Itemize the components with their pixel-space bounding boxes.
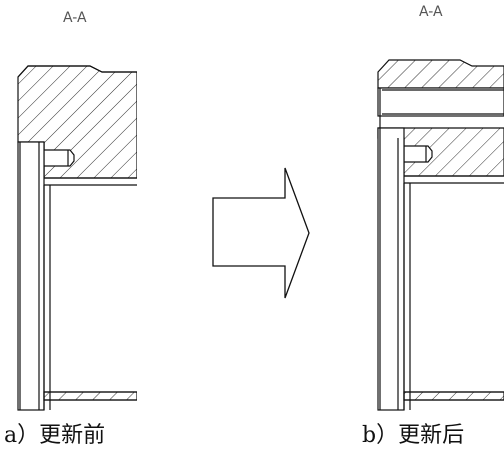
after-bottom-strip (403, 391, 504, 401)
before-caption: a）更新前 (4, 423, 106, 448)
before-liner (17, 141, 45, 411)
after-section-label: A-A (419, 4, 443, 20)
after-pin (403, 145, 433, 163)
after-liner (377, 127, 405, 411)
before-bottom-strip (43, 391, 137, 401)
after-caption: b）更新后 (362, 423, 465, 448)
after-insert-band (377, 87, 504, 117)
right-arrow-icon (212, 167, 310, 299)
before-section-drawing (17, 65, 137, 411)
after-section-drawing (377, 59, 504, 411)
before-section-label: A-A (63, 10, 87, 26)
before-pin (43, 149, 75, 167)
after-housing-hatch (377, 59, 504, 89)
